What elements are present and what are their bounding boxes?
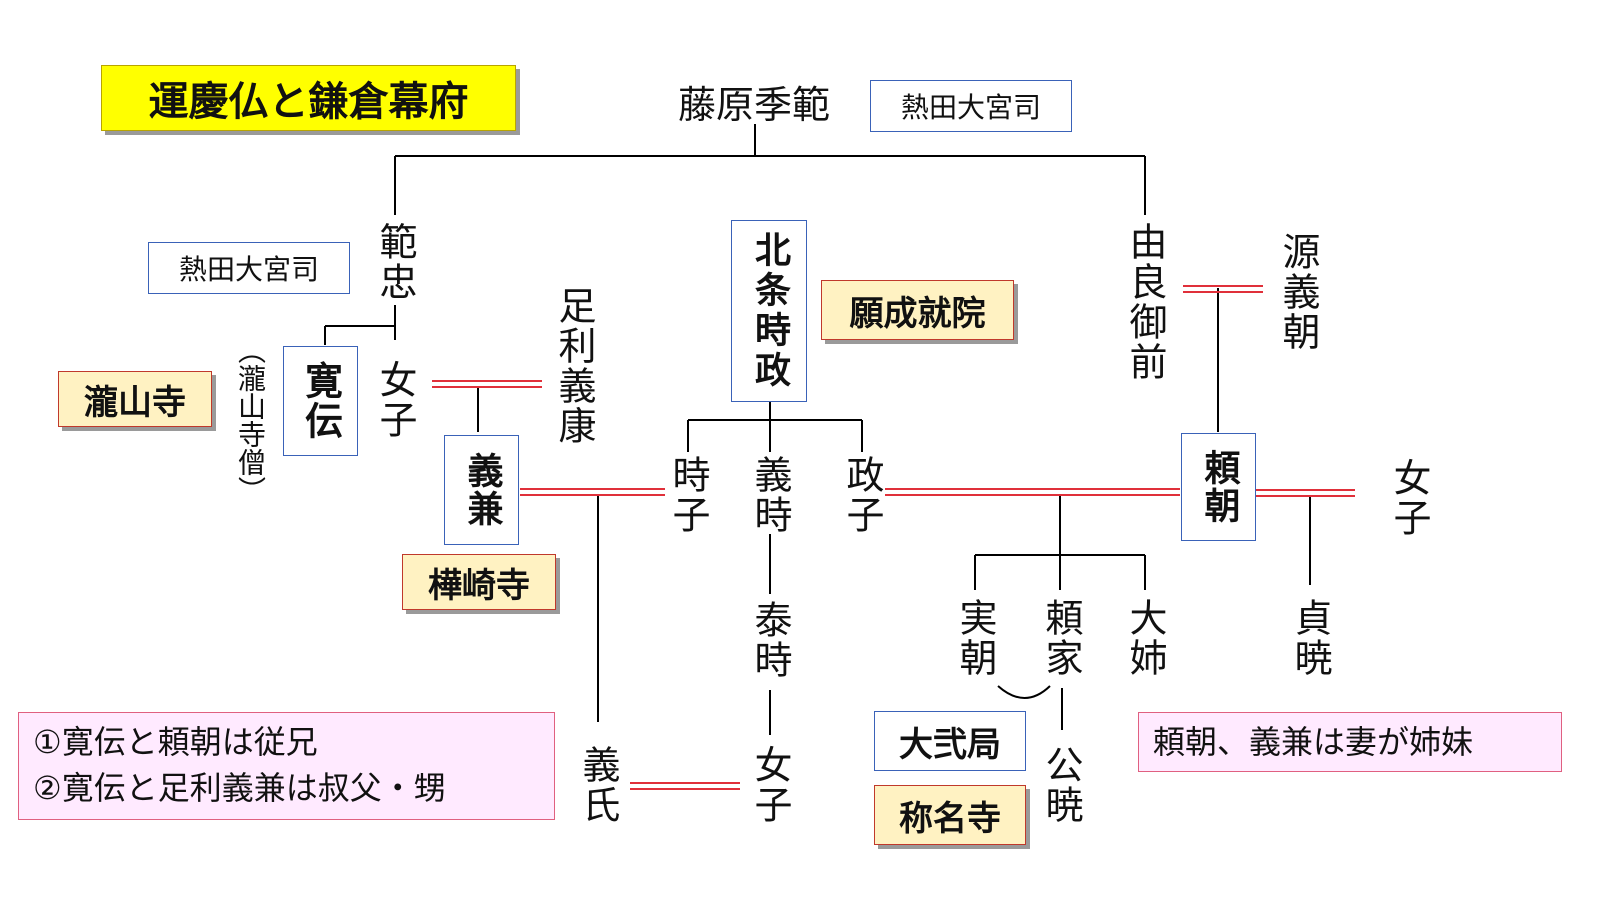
person-yoshiuji: 義氏 bbox=[576, 745, 620, 825]
note-left-line2: ②寛伝と足利義兼は叔父・甥 bbox=[33, 769, 446, 808]
person-yoshikane: 義兼 bbox=[461, 452, 503, 528]
temple-shomyoji: 称名寺 bbox=[874, 785, 1026, 845]
person-sanetomo: 実朝 bbox=[953, 598, 997, 678]
person-norishige: 範忠 bbox=[373, 222, 417, 302]
person-tokiko: 時子 bbox=[666, 455, 710, 535]
note-left-line1: ①寛伝と頼朝は従兄 bbox=[33, 723, 318, 761]
person-kanden-box: 寛伝 bbox=[283, 346, 358, 456]
diagram-title: 運慶仏と鎌倉幕府 bbox=[101, 65, 516, 131]
office-atsuta-top: 熱田大宮司 bbox=[870, 80, 1072, 132]
person-hojo-tokimasa-box: 北条時政 bbox=[731, 220, 807, 402]
person-kugyo: 公暁 bbox=[1039, 745, 1083, 825]
person-daughter-c: 女子 bbox=[748, 745, 792, 825]
person-fujiwara-suenori: 藤原季範 bbox=[678, 83, 831, 127]
office-daini: 大弐局 bbox=[874, 711, 1026, 771]
person-yoriie: 頼家 bbox=[1039, 598, 1083, 678]
person-kanden: 寛伝 bbox=[298, 361, 343, 441]
person-yoritomo-box: 頼朝 bbox=[1181, 433, 1256, 541]
person-yoritomo: 頼朝 bbox=[1198, 449, 1240, 525]
title-text: 運慶仏と鎌倉幕府 bbox=[148, 79, 469, 125]
person-kanden-note: （瀧山寺僧） bbox=[234, 336, 267, 504]
office-atsuta-left: 熱田大宮司 bbox=[148, 242, 350, 294]
person-masako: 政子 bbox=[840, 455, 884, 535]
person-yasutoki: 泰時 bbox=[748, 600, 792, 680]
person-teigyo: 貞暁 bbox=[1288, 598, 1332, 678]
person-daughter-b: 女子 bbox=[1387, 458, 1431, 538]
temple-takisanji: 瀧山寺 bbox=[58, 371, 212, 427]
person-yura-gozen: 由良御前 bbox=[1123, 222, 1167, 382]
person-daughter-a: 女子 bbox=[373, 360, 417, 440]
person-yoshitoki: 義時 bbox=[748, 455, 792, 535]
person-minamoto-yoshitomo: 源義朝 bbox=[1276, 232, 1320, 352]
temple-ganjojuin: 願成就院 bbox=[821, 280, 1014, 340]
person-yoshikane-box: 義兼 bbox=[444, 435, 519, 545]
temple-banasakiji: 樺崎寺 bbox=[402, 554, 556, 610]
note-left: ①寛伝と頼朝は従兄 ②寛伝と足利義兼は叔父・甥 bbox=[18, 712, 555, 820]
person-hojo-tokimasa: 北条時政 bbox=[749, 231, 790, 391]
person-ohime: 大姉 bbox=[1123, 598, 1167, 678]
person-ashikaga-yoshiyasu: 足利義康 bbox=[552, 286, 596, 446]
note-right: 頼朝、義兼は妻が姉妹 bbox=[1138, 712, 1562, 772]
lineage-lines bbox=[324, 124, 1311, 735]
marriage-lines bbox=[432, 285, 1355, 790]
